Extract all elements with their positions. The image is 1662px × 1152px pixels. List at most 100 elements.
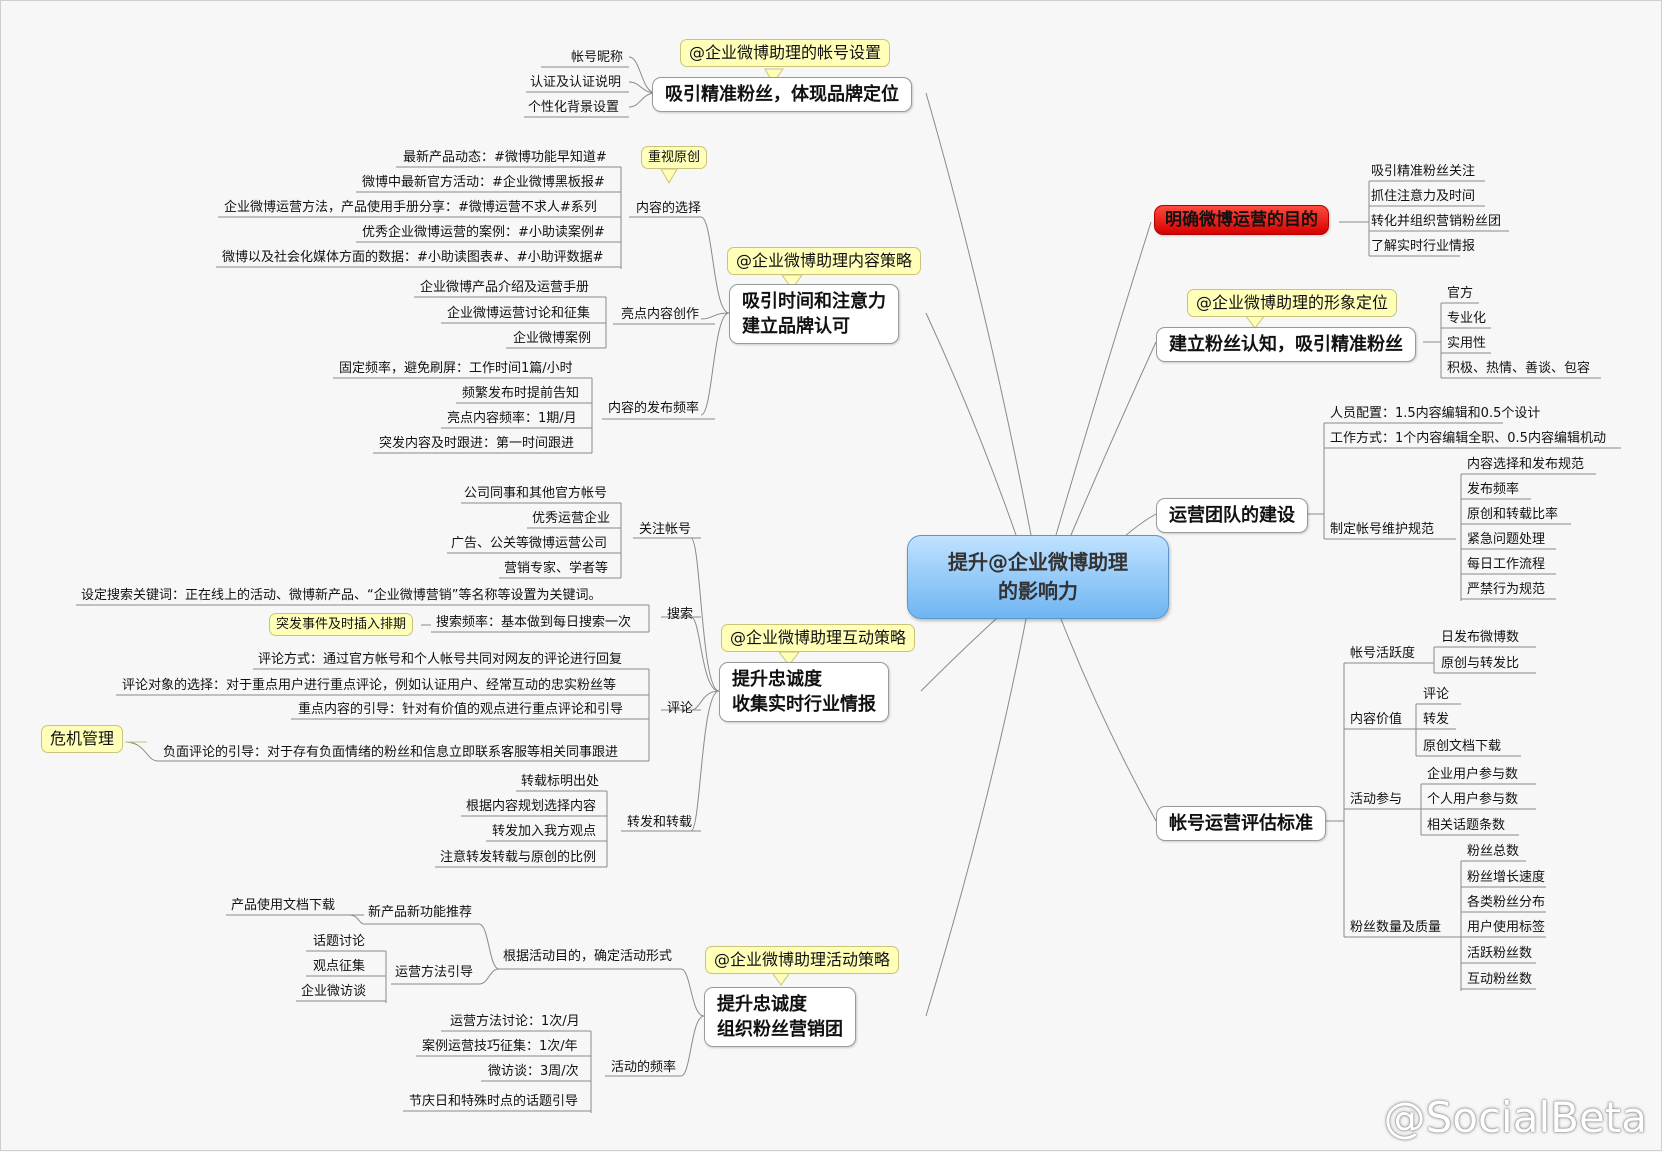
leaf-active-fans: 活跃粉丝数 [1467,946,1533,961]
node-loyalty-line1: 提升忠诚度 [732,669,822,690]
group-repost: 转发和转载 [627,815,693,830]
node-attract-time-line2: 建立品牌认可 [742,316,850,337]
leaf-excellent-cases: 优秀企业微博运营的案例：#小助读案例# [362,225,605,240]
callout-crisis-management: 危机管理 [41,725,124,753]
leaf-highlight-frequency: 亮点内容频率：1期/月 [447,411,577,426]
leaf-post-frequency: 发布频率 [1467,482,1520,497]
leaf-convert-fans: 转化并组织营销粉丝团 [1371,214,1502,229]
leaf-daily-posts: 日发布微博数 [1441,630,1520,645]
central-topic[interactable]: 提升@企业微博助理 的影响力 [907,535,1169,619]
callout-sudden-events: 突发事件及时插入排期 [269,613,414,636]
leaf-original-ratio: 原创和转载比率 [1467,507,1559,522]
central-topic-line2: 的影响力 [998,579,1078,603]
node-attract-precise-fans[interactable]: 吸引精准粉丝，体现品牌定位 [652,77,912,112]
node-evaluation-standard[interactable]: 帐号运营评估标准 [1156,806,1326,841]
leaf-industry-intel: 了解实时行业情报 [1371,239,1476,254]
leaf-comments: 评论 [1423,687,1450,702]
leaf-search-frequency: 搜索频率：基本做到每日搜索一次 [436,615,632,630]
leaf-micro-interview: 企业微访谈 [301,984,367,999]
group-comments: 评论 [667,701,694,716]
leaf-grab-attention: 抓住注意力及时间 [1371,189,1476,204]
leaf-emergency: 紧急问题处理 [1467,532,1546,547]
leaf-topic-discussion: 话题讨论 [313,934,366,949]
leaf-social-media-data: 微博以及社会化媒体方面的数据：#小助读图表#、#小助评数据# [222,250,604,265]
leaf-operation-method: 企业微博运营方法，产品使用手册分享：#微博运营不求人#系列 [224,200,597,215]
node-operation-goals[interactable]: 明确微博运营的目的 [1154,205,1329,235]
leaf-individual-users: 个人用户参与数 [1427,792,1519,807]
leaf-original-vs-repost: 原创与转发比 [1441,656,1520,671]
central-topic-line1: 提升@企业微博助理 [948,550,1128,574]
leaf-interview-frequency: 微访谈：3周/次 [488,1064,579,1079]
leaf-search-keywords: 设定搜索关键词：正在线上的活动、微博新产品、“企业微博营销”等名称等设置为关键词… [81,588,602,603]
group-content-value: 内容价值 [1350,712,1403,727]
leaf-discussion-collection: 企业微博运营讨论和征集 [447,306,591,321]
leaf-content-norms: 内容选择和发布规范 [1467,457,1585,472]
leaf-work-mode: 工作方式：1个内容编辑全职、0.5内容编辑机动 [1330,431,1606,446]
node-attract-time-line1: 吸引时间和注意力 [742,291,886,312]
leaf-doc-download: 产品使用文档下载 [231,898,336,913]
leaf-background-setting: 个性化背景设置 [528,100,620,115]
leaf-method-discussion: 运营方法讨论：1次/月 [450,1014,580,1029]
leaf-product-news: 最新产品动态：#微博功能早知道# [403,150,607,165]
leaf-interactive-fans: 互动粉丝数 [1467,972,1533,987]
leaf-product-manual: 企业微博产品介绍及运营手册 [420,280,590,295]
callout-value-originality: 重视原创 [641,146,708,169]
leaf-comment-targets: 评论对象的选择：对于重点用户进行重点评论，例如认证用户、经常互动的忠实粉丝等 [122,678,617,693]
leaf-key-content-guide: 重点内容的引导：针对有价值的观点进行重点评论和引导 [298,702,624,717]
leaf-sudden-content: 突发内容及时跟进：第一时间跟进 [379,436,575,451]
callout-image-positioning: @企业微博助理的形象定位 [1187,289,1398,317]
leaf-related-topics: 相关话题条数 [1427,818,1506,833]
leaf-total-fans: 粉丝总数 [1467,844,1520,859]
leaf-add-viewpoint: 转发加入我方观点 [492,824,597,839]
leaf-cite-source: 转载标明出处 [521,774,600,789]
node-fan-team-line2: 组织粉丝营销团 [717,1019,843,1040]
leaf-enterprise-users: 企业用户参与数 [1427,767,1519,782]
group-highlight-content: 亮点内容创作 [621,307,700,322]
leaf-negative-comment: 负面评论的引导：对于存有负面情绪的粉丝和信息立即联系客服等相关同事跟进 [163,745,619,760]
leaf-reposts: 转发 [1423,712,1450,727]
leaf-daily-workflow: 每日工作流程 [1467,557,1546,572]
callout-content-strategy: @企业微博助理内容策略 [727,247,922,275]
leaf-case-collection: 案例运营技巧征集：1次/年 [422,1039,578,1054]
group-publish-frequency: 内容的发布频率 [608,401,700,416]
group-activity-form: 根据活动目的，确定活动形式 [503,949,673,964]
group-account-activity: 帐号活跃度 [1350,646,1416,661]
node-fan-cognition[interactable]: 建立粉丝认知，吸引精准粉丝 [1156,327,1416,362]
leaf-practical: 实用性 [1447,336,1487,351]
leaf-professional: 专业化 [1447,311,1487,326]
leaf-weibo-cases: 企业微博案例 [513,331,592,346]
leaf-select-by-plan: 根据内容规划选择内容 [466,799,597,814]
group-activity-participation: 活动参与 [1350,792,1403,807]
group-fan-quantity-quality: 粉丝数量及质量 [1350,920,1442,935]
leaf-colleagues: 公司同事和其他官方帐号 [464,486,608,501]
callout-account-setup: @企业微博助理的帐号设置 [680,39,891,67]
node-fan-marketing-team[interactable]: 提升忠诚度 组织粉丝营销团 [704,987,856,1047]
leaf-pr-companies: 广告、公关等微博运营公司 [451,536,608,551]
group-method-guide: 运营方法引导 [395,965,474,980]
node-team-building[interactable]: 运营团队的建设 [1156,498,1308,533]
callout-interaction-strategy: @企业微博助理互动策略 [721,624,916,652]
leaf-experts: 营销专家、学者等 [504,561,609,576]
leaf-excellent-enterprises: 优秀运营企业 [532,511,611,526]
leaf-opinion-collection: 观点征集 [313,959,366,974]
group-account-norms: 制定帐号维护规范 [1330,522,1435,537]
leaf-attract-followers: 吸引精准粉丝关注 [1371,164,1476,179]
leaf-positive-attitude: 积极、热情、善谈、包容 [1447,361,1591,376]
group-content-selection: 内容的选择 [636,201,702,216]
leaf-fan-distribution: 各类粉丝分布 [1467,895,1546,910]
watermark: @SocialBeta [1383,1093,1647,1142]
leaf-official-activity: 微博中最新官方活动：#企业微博黑板报# [362,175,605,190]
group-search: 搜索 [667,607,694,622]
callout-activity-strategy: @企业微博助理活动策略 [705,946,900,974]
node-fan-team-line1: 提升忠诚度 [717,994,807,1015]
leaf-prohibited-behavior: 严禁行为规范 [1467,582,1546,597]
leaf-fixed-frequency: 固定频率，避免刷屏：工作时间1篇/小时 [339,361,573,376]
node-attract-time-attention[interactable]: 吸引时间和注意力 建立品牌认可 [729,284,899,344]
leaf-staffing: 人员配置：1.5内容编辑和0.5个设计 [1330,406,1541,421]
group-follow-accounts: 关注帐号 [639,522,692,537]
node-loyalty-intelligence[interactable]: 提升忠诚度 收集实时行业情报 [719,662,889,722]
leaf-repost-ratio: 注意转发转载与原创的比例 [440,850,597,865]
leaf-fan-growth: 粉丝增长速度 [1467,870,1546,885]
leaf-user-tags: 用户使用标签 [1467,920,1546,935]
